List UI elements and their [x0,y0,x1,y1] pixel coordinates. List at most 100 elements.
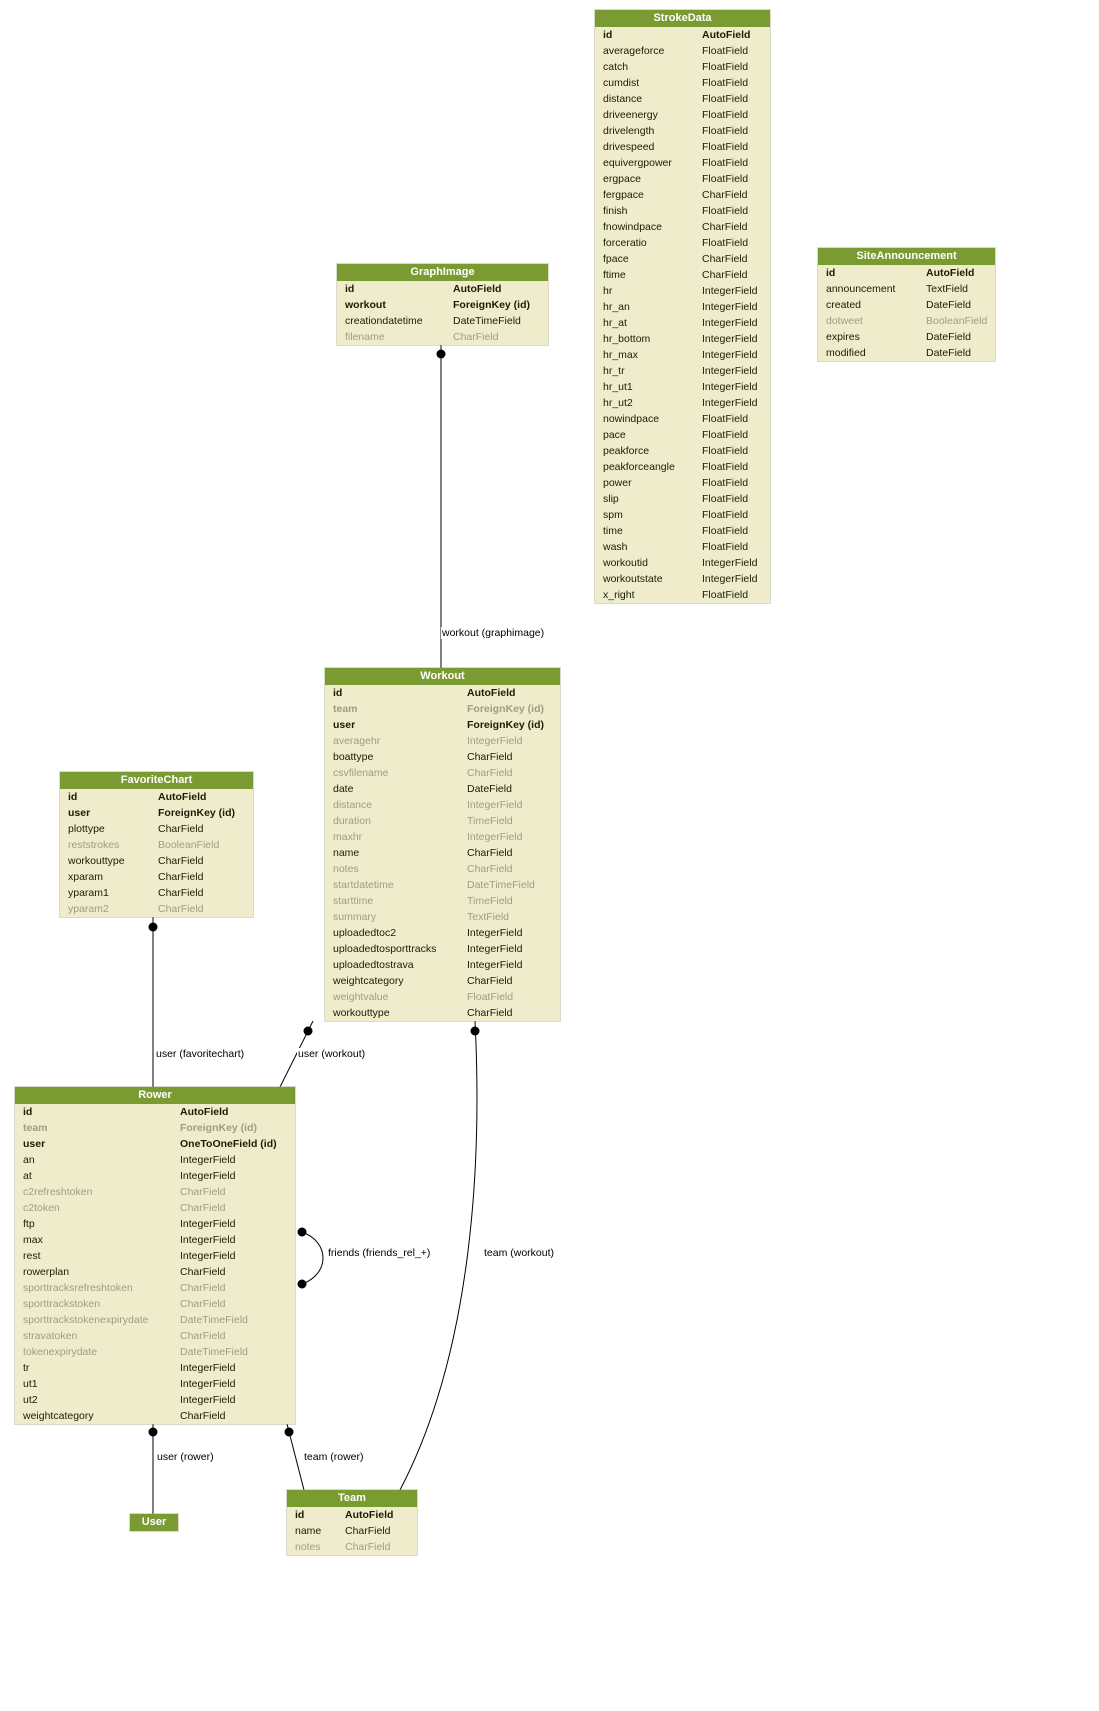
field-name: announcement [826,283,896,295]
table-title-favoritechart: FavoriteChart [60,772,253,789]
field-type: FloatField [702,125,749,137]
field-row: hr_max IntegerField [595,347,770,363]
field-name: tr [23,1362,30,1374]
field-type: IntegerField [180,1234,236,1246]
field-name: id [295,1509,305,1521]
field-type: AutoField [926,267,975,279]
field-row: hr_ut2 IntegerField [595,395,770,411]
relation-label: user (workout) [297,1048,367,1060]
field-type: DateTimeField [180,1346,248,1358]
field-name: expires [826,331,860,343]
field-name: hr_max [603,349,639,361]
field-type: ForeignKey (id) [453,299,531,311]
field-name: finish [603,205,628,217]
field-name: hr_an [603,301,630,313]
field-type: ForeignKey (id) [467,719,545,731]
field-name: forceratio [603,237,647,249]
field-name: fergpace [603,189,644,201]
field-name: pace [603,429,626,441]
field-name: nowindpace [603,413,660,425]
field-name: workouttype [333,1007,390,1019]
field-type: FloatField [702,205,749,217]
field-name: name [295,1525,322,1537]
field-type: CharField [702,189,748,201]
field-row: tr IntegerField [15,1360,295,1376]
field-type: CharField [453,331,499,343]
field-type: DateField [467,783,512,795]
field-type: IntegerField [702,349,758,361]
field-name: hr [603,285,613,297]
field-name: plottype [68,823,105,835]
field-name: hr_ut1 [603,381,633,393]
field-name: yparam1 [68,887,109,899]
field-type: CharField [158,903,204,915]
field-name: workout [345,299,386,311]
field-type: TextField [926,283,969,295]
field-type: CharField [467,975,513,987]
table-title-graphimage: GraphImage [337,264,548,281]
field-name: hr_ut2 [603,397,633,409]
field-type: TextField [467,911,510,923]
relation-label: team (workout) [483,1247,556,1259]
field-row: workout ForeignKey (id) [337,297,548,313]
field-name: an [23,1154,35,1166]
field-name: sporttrackstoken [23,1298,101,1310]
field-name: ut1 [23,1378,38,1390]
field-type: FloatField [702,77,749,89]
field-type: IntegerField [180,1362,236,1374]
field-row: filename CharField [337,329,548,345]
field-type: DateTimeField [453,315,521,327]
field-type: CharField [180,1202,226,1214]
field-name: workoutstate [603,573,663,585]
field-type: IntegerField [702,301,758,313]
field-name: peakforceangle [603,461,675,473]
relation-label: user (favoritechart) [155,1048,246,1060]
field-name: averagehr [333,735,381,747]
table-title-team: Team [287,1490,417,1507]
field-type: CharField [180,1186,226,1198]
field-type: CharField [180,1410,226,1422]
relation-dot-icon [297,1279,307,1289]
field-type: IntegerField [467,831,523,843]
field-name: filename [345,331,385,343]
field-name: weightvalue [333,991,389,1003]
field-name: fpace [603,253,629,265]
field-type: ForeignKey (id) [158,807,236,819]
field-name: hr_at [603,317,627,329]
field-name: catch [603,61,629,73]
field-name: id [68,791,78,803]
field-name: notes [333,863,359,875]
field-name: user [23,1138,46,1150]
field-type: CharField [467,767,513,779]
field-type: CharField [467,1007,513,1019]
field-type: FloatField [702,61,749,73]
field-type: FloatField [702,173,749,185]
field-type: IntegerField [702,397,758,409]
